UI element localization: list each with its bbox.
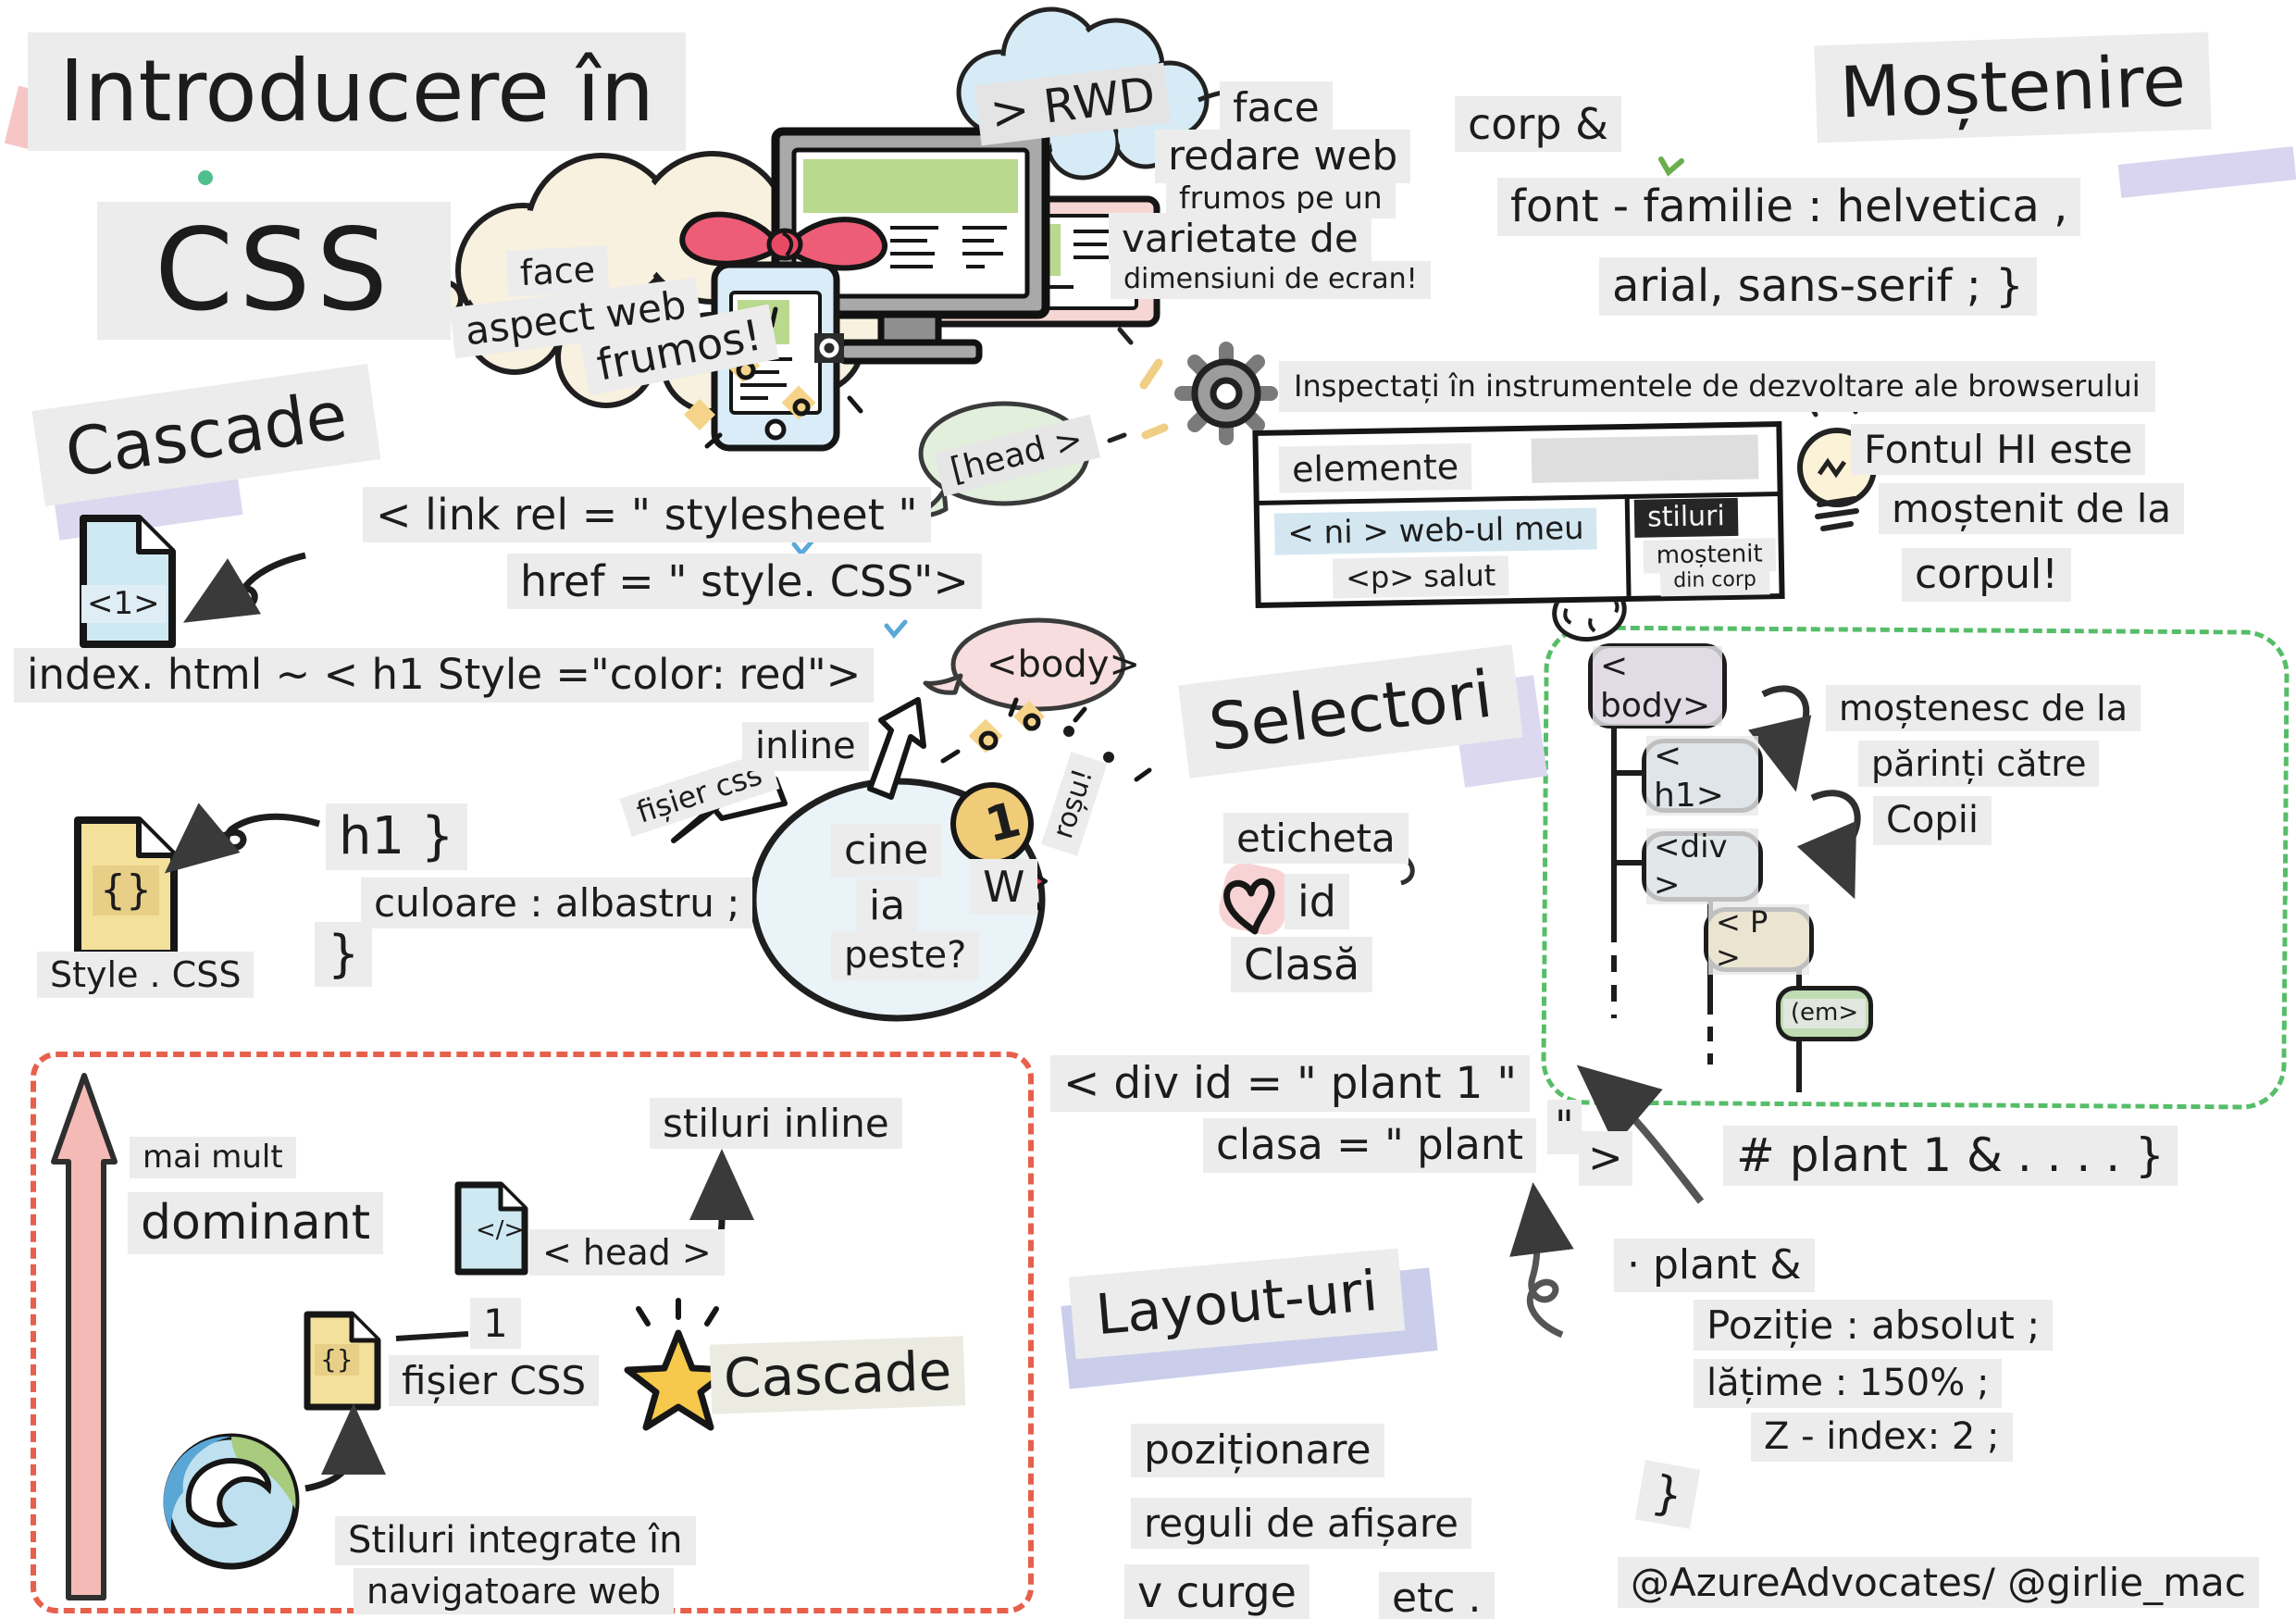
link-rel-line: < link rel = " stylesheet " xyxy=(363,487,931,543)
dominant-label: dominant xyxy=(128,1192,384,1255)
closing-brace: } xyxy=(315,922,373,987)
div-id-line-1: < div id = " plant 1 " xyxy=(1050,1055,1530,1113)
layouts-item-2: reguli de afișare xyxy=(1131,1498,1471,1550)
fisier-css-label: fișier CSS xyxy=(389,1355,600,1407)
layouts-item-1: poziționare xyxy=(1131,1424,1384,1477)
bulb-tip-2: moștenit de la xyxy=(1879,483,2185,535)
layouts-item-3: v curge xyxy=(1124,1564,1309,1619)
head-file-glyph: </> xyxy=(476,1216,525,1244)
credit-handle: @AzureAdvocates/ @girlie_mac xyxy=(1618,1557,2259,1609)
rwd-caption-3: frumos pe un xyxy=(1166,178,1396,219)
accent-lavender-mostenire xyxy=(2117,146,2296,198)
inherit-caption-1: moștenesc de la xyxy=(1826,685,2141,732)
inherit-caption-2: părinți către xyxy=(1858,741,2100,788)
tree-node-p: < P > xyxy=(1704,903,1814,976)
bulb-tip-1: Fontul HI este xyxy=(1851,424,2146,476)
devtools-caption: Inspectați în instrumentele de dezvoltar… xyxy=(1279,361,2155,413)
head-file-label: < head > xyxy=(529,1229,725,1277)
rwd-caption-4: varietate de xyxy=(1109,213,1371,265)
tree-node-em: (em> xyxy=(1776,986,1873,1041)
circle-word-2: ia xyxy=(856,879,919,933)
inherit-caption-3: Copii xyxy=(1873,796,1992,845)
div-id-line-2: clasa = " plant xyxy=(1203,1118,1536,1173)
sparkles-near-medal-icon xyxy=(940,697,1152,782)
culoare-rule: culoare : albastru ; xyxy=(361,878,753,929)
mostenire-title: Moștenire xyxy=(1814,31,2212,143)
devtools-dom-row-1[interactable]: < ni > web-ul meu xyxy=(1273,507,1598,556)
class-rule-3: Z - index: 2 ; xyxy=(1751,1413,2013,1462)
div-id-quote: " xyxy=(1547,1100,1582,1154)
devtools-tab-styles[interactable]: stiluri xyxy=(1633,497,1739,538)
bulb-tip-3: corpul! xyxy=(1902,548,2071,602)
tree-node-body: < body> xyxy=(1588,643,1727,729)
style-css-glyph: {} xyxy=(93,866,159,915)
accent-pink-heart-wash xyxy=(1215,859,1295,939)
monitor-icon xyxy=(771,127,1050,365)
class-rule-close: } xyxy=(1634,1460,1701,1529)
font-family-code-2: arial, sans-serif ; } xyxy=(1599,257,2037,316)
gear-icon xyxy=(1107,327,1278,445)
medal-number: 1 xyxy=(980,791,1026,854)
devtools-inherited-2: din corp xyxy=(1660,566,1770,597)
integrated-styles-1: Stiluri integrate în xyxy=(335,1516,696,1565)
curl-arrow-to-style-file xyxy=(164,803,321,874)
tree-node-div: <div > xyxy=(1642,828,1763,904)
class-rule-header: · plant & xyxy=(1614,1239,1815,1292)
rosu-label: roșu! xyxy=(1041,752,1107,856)
href-line: href = " style. CSS"> xyxy=(507,554,982,610)
selectori-item-clasa: Clasă xyxy=(1231,937,1373,993)
stiluri-inline-label: stiluri inline xyxy=(650,1098,902,1150)
index-html-line: index. html ~ < h1 Style ="color: red"> xyxy=(14,648,875,703)
class-rule-2: lățime : 150% ; xyxy=(1694,1359,2003,1408)
style-css-filename: Style . CSS xyxy=(37,952,254,999)
rwd-label: > RWD xyxy=(974,62,1172,146)
devtools-tab-elements[interactable]: elemente xyxy=(1278,442,1472,493)
one-label: 1 xyxy=(470,1298,521,1350)
devtools-toolbar-wash xyxy=(1531,434,1759,483)
bow-icon xyxy=(679,211,887,271)
rwd-caption-1: face xyxy=(1220,81,1333,135)
font-family-code-1: font - familie : helvetica , xyxy=(1497,178,2081,236)
selectori-item-eticheta: eticheta xyxy=(1223,813,1409,865)
green-tick-icon xyxy=(1658,156,1684,177)
circle-word-1: cine xyxy=(831,824,942,878)
devtools-panel: elemente < ni > web-ul meu <p> salut sti… xyxy=(1252,421,1785,608)
rwd-caption-2: redare web xyxy=(1155,130,1411,183)
devtools-dom-row-2[interactable]: <p> salut xyxy=(1332,555,1509,599)
corp-label: corp & xyxy=(1455,96,1622,153)
devtools-divider-v xyxy=(1624,493,1632,596)
curl-arrow-to-index-file xyxy=(182,552,306,623)
layouts-item-4: etc . xyxy=(1379,1572,1495,1619)
integrated-styles-2: navigatoare web xyxy=(354,1568,675,1615)
cascade-star-label: Cascade xyxy=(709,1336,966,1414)
head-bubble-label: [head > xyxy=(933,414,1100,497)
index-file-label: <1> xyxy=(81,585,166,624)
body-bubble-label: <body> xyxy=(987,643,1140,686)
circle-word-3: peste? xyxy=(831,931,980,980)
page-title-line1: Introducere în xyxy=(28,32,687,152)
id-rule: # plant 1 & . . . . } xyxy=(1723,1126,2178,1186)
div-id-gt: > xyxy=(1579,1131,1632,1186)
inline-hollow-arrow xyxy=(867,697,926,800)
squiggle-arrow-to-clasa xyxy=(1509,1182,1574,1339)
page-title-line2: CSS xyxy=(97,202,452,340)
mai-mult-label: mai mult xyxy=(130,1137,296,1179)
medal-w-label: W xyxy=(970,859,1038,915)
rwd-caption-5: dimensiuni de ecran! xyxy=(1111,261,1431,299)
tree-node-h1: < h1> xyxy=(1642,735,1763,816)
selectori-item-id: id xyxy=(1285,874,1349,930)
fisier-css-glyph: {} xyxy=(315,1344,359,1376)
class-rule-1: Poziție : absolut ; xyxy=(1694,1300,2054,1351)
index-html-file-icon xyxy=(80,515,176,648)
h1-selector: h1 } xyxy=(326,803,467,871)
inline-label: inline xyxy=(742,722,869,771)
